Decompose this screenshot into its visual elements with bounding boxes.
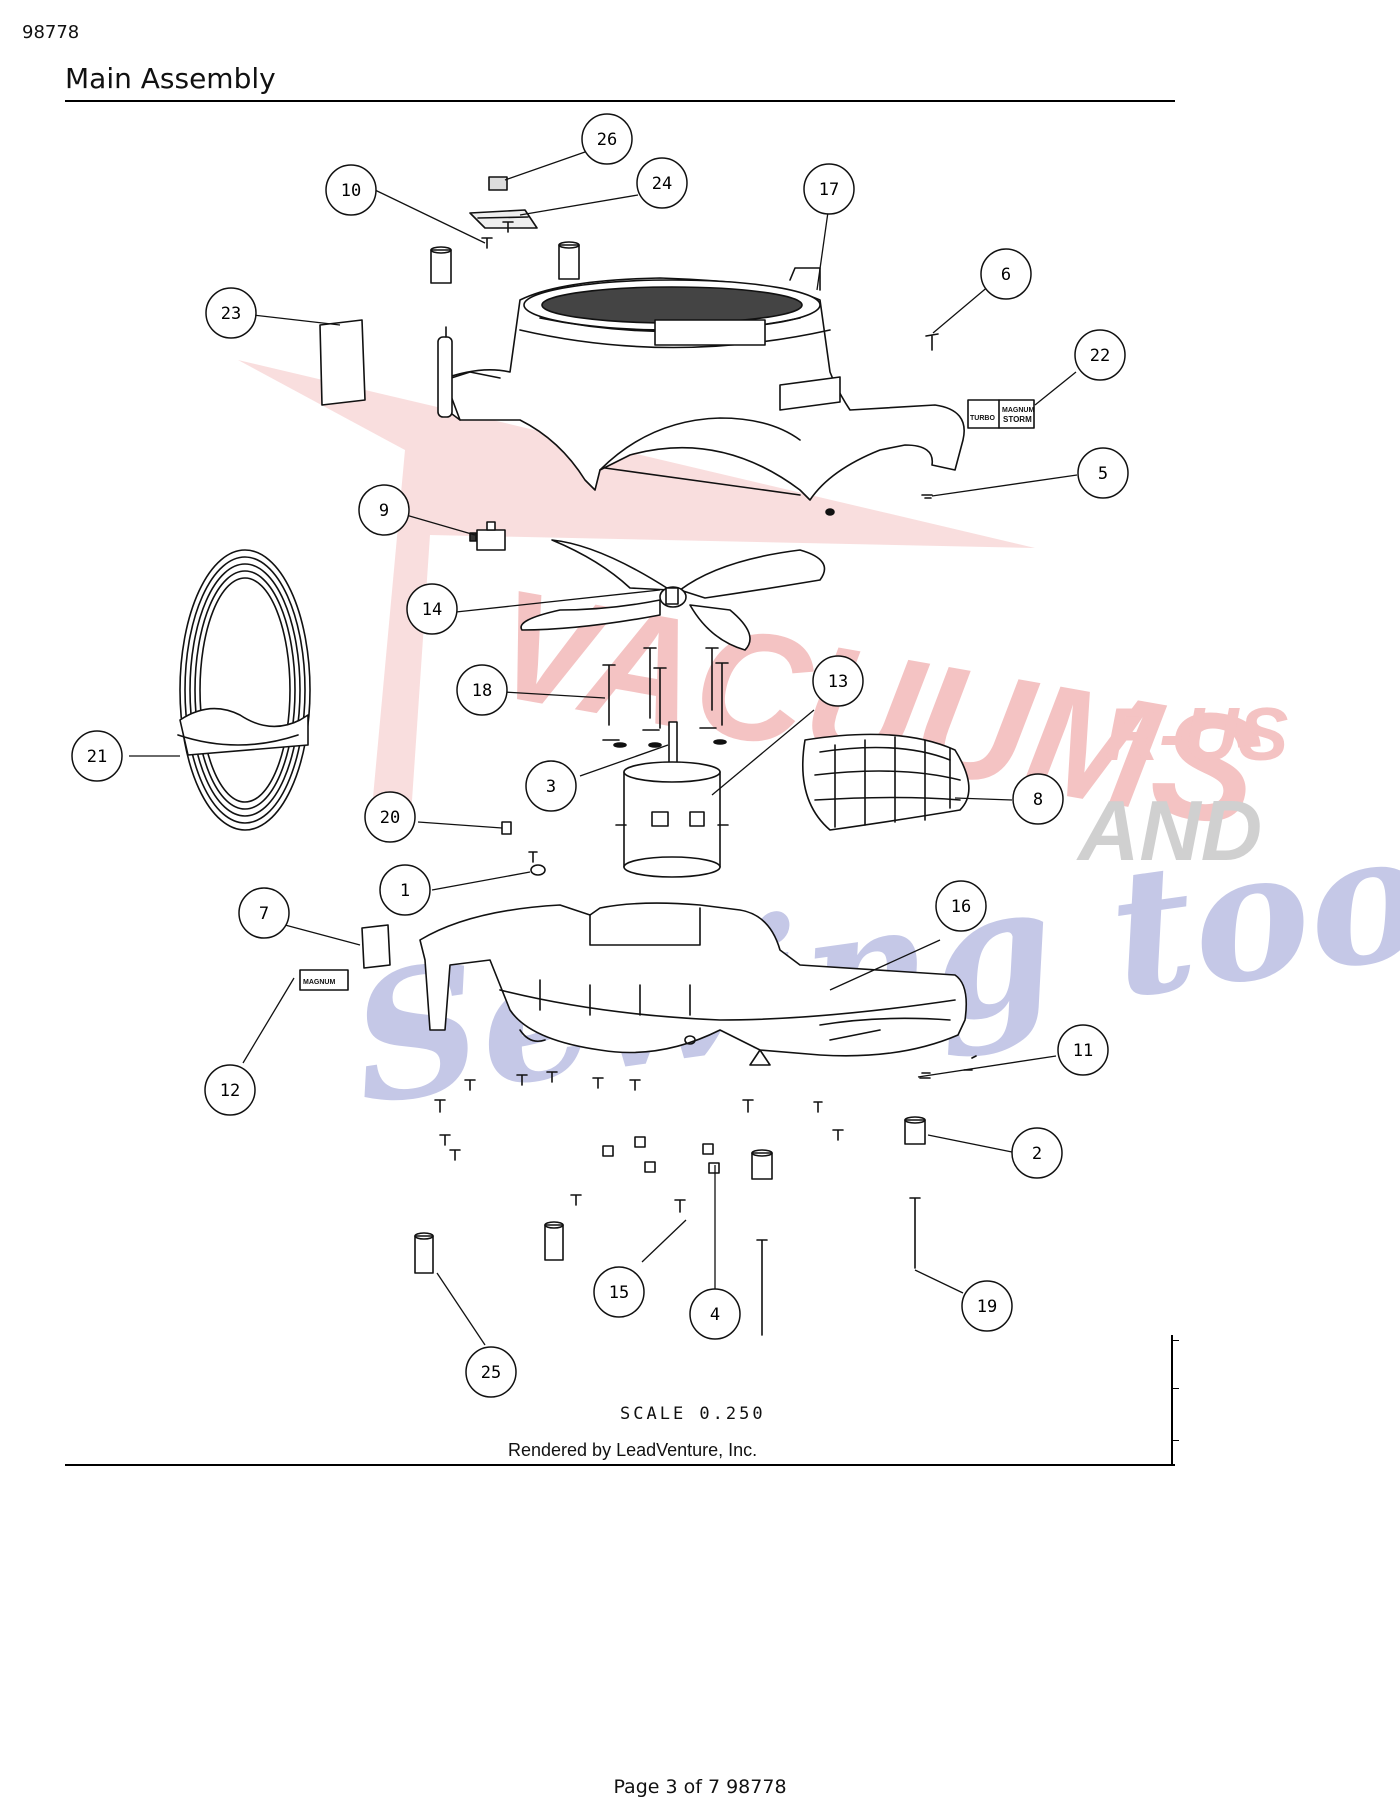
callout-14: 14 xyxy=(406,583,458,635)
svg-text:14: 14 xyxy=(422,600,442,620)
bottom-rule xyxy=(65,1464,1175,1466)
callout-16: 16 xyxy=(935,880,987,932)
page-title: Main Assembly xyxy=(65,62,276,95)
svg-text:3: 3 xyxy=(546,777,556,797)
callout-23: 23 xyxy=(205,287,257,339)
svg-text:21: 21 xyxy=(87,747,107,767)
part-18-bolts xyxy=(602,647,729,748)
part-17-upper-housing xyxy=(437,267,965,501)
svg-text:26: 26 xyxy=(597,130,617,150)
part-14-fan-blade xyxy=(520,539,826,651)
title-rule xyxy=(65,100,1175,102)
svg-text:8: 8 xyxy=(1033,790,1043,810)
decal-12-text: MAGNUM xyxy=(303,979,335,986)
part-21-cord xyxy=(177,549,311,831)
part-1-grommet xyxy=(528,851,546,876)
svg-text:17: 17 xyxy=(819,180,839,200)
document-id: 98778 xyxy=(22,22,80,43)
part-13-motor xyxy=(615,721,729,878)
callout-22: 22 xyxy=(1074,329,1126,381)
part-5-screw xyxy=(825,494,933,516)
part-26-clip xyxy=(488,176,508,191)
svg-text:7: 7 xyxy=(259,904,269,924)
callout-26: 26 xyxy=(581,113,633,165)
callout-5: 5 xyxy=(1077,447,1129,499)
part-23-label xyxy=(319,319,366,406)
part-24-plate xyxy=(469,209,538,229)
svg-text:11: 11 xyxy=(1073,1041,1093,1061)
svg-text:6: 6 xyxy=(1001,265,1011,285)
leader-lines xyxy=(129,151,1078,1346)
svg-text:19: 19 xyxy=(977,1297,997,1317)
part-20-connector xyxy=(501,821,512,835)
part-9-switch xyxy=(469,521,506,551)
part-12-decal: MAGNUM xyxy=(299,969,349,991)
callout-13: 13 xyxy=(812,655,864,707)
part-22-decal: MAGNUM TURBO STORM xyxy=(967,399,1035,429)
svg-text:13: 13 xyxy=(828,672,848,692)
scale-label: SCALE 0.250 xyxy=(620,1404,766,1424)
callout-11: 11 xyxy=(1057,1024,1109,1076)
callout-20: 20 xyxy=(364,791,416,843)
callout-25: 25 xyxy=(465,1346,517,1398)
page-footer: Page 3 of 7 98778 xyxy=(613,1776,787,1798)
callout-19: 19 xyxy=(961,1280,1013,1332)
part-7-label xyxy=(361,924,391,969)
svg-text:24: 24 xyxy=(652,174,672,194)
watermark-r-us: R-US xyxy=(1105,692,1288,776)
svg-text:15: 15 xyxy=(609,1283,629,1303)
title-block-tick xyxy=(1173,1340,1179,1341)
part-8-grill xyxy=(802,733,970,831)
callout-24: 24 xyxy=(636,157,688,209)
callout-8: 8 xyxy=(1012,773,1064,825)
callout-3: 3 xyxy=(525,760,577,812)
callout-2: 2 xyxy=(1011,1127,1063,1179)
svg-text:25: 25 xyxy=(481,1363,501,1383)
decal-22-left-text: TURBO xyxy=(970,415,995,422)
callout-21: 21 xyxy=(71,730,123,782)
title-block-edge xyxy=(1171,1335,1173,1465)
title-block-tick xyxy=(1173,1440,1179,1441)
watermark-and: AND xyxy=(1076,784,1262,879)
callout-6: 6 xyxy=(980,248,1032,300)
watermark-red-chevron xyxy=(238,360,1035,830)
title-block-tick xyxy=(1173,1388,1179,1389)
svg-text:1: 1 xyxy=(400,881,410,901)
svg-text:22: 22 xyxy=(1090,346,1110,366)
top-spacers xyxy=(430,241,580,284)
decal-22-right-text: STORM xyxy=(1003,415,1032,424)
svg-text:23: 23 xyxy=(221,304,241,324)
callout-9: 9 xyxy=(358,484,410,536)
svg-text:5: 5 xyxy=(1098,464,1108,484)
callout-12: 12 xyxy=(204,1064,256,1116)
decal-22-top-text: MAGNUM xyxy=(1002,407,1034,414)
svg-text:2: 2 xyxy=(1032,1144,1042,1164)
callout-bubbles: 1 2 3 4 5 6 7 8 xyxy=(71,113,1129,1398)
loose-hardware xyxy=(414,1055,977,1336)
callout-1: 1 xyxy=(379,864,431,916)
callout-18: 18 xyxy=(456,664,508,716)
part-16-lower-housing xyxy=(419,902,968,1066)
callout-15: 15 xyxy=(593,1266,645,1318)
svg-text:18: 18 xyxy=(472,681,492,701)
callout-17: 17 xyxy=(803,163,855,215)
svg-text:4: 4 xyxy=(710,1305,720,1325)
callout-4: 4 xyxy=(689,1288,741,1340)
render-credit: Rendered by LeadVenture, Inc. xyxy=(508,1440,758,1460)
svg-text:12: 12 xyxy=(220,1081,240,1101)
callout-7: 7 xyxy=(238,887,290,939)
part-10-screws xyxy=(481,221,514,249)
svg-text:20: 20 xyxy=(380,808,400,828)
svg-text:10: 10 xyxy=(341,181,361,201)
svg-text:9: 9 xyxy=(379,501,389,521)
part-6-screw xyxy=(925,333,939,351)
svg-text:16: 16 xyxy=(951,897,971,917)
callout-10: 10 xyxy=(325,164,377,216)
